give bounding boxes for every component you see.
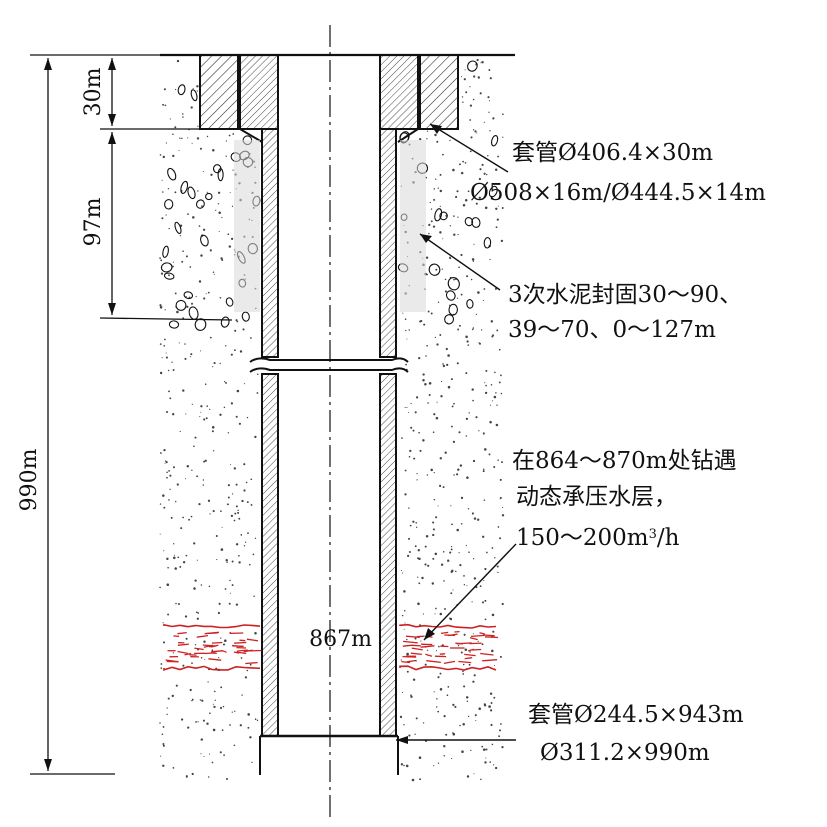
- casing-bottom-line2: Ø311.2×990m: [540, 740, 710, 766]
- cement-line2: 39～70、0～127m: [508, 317, 716, 343]
- dim-label-30m: 30m: [81, 67, 106, 116]
- production-casing-right-upper: [379, 128, 397, 358]
- conductor-casing-left: [239, 54, 279, 130]
- casing-shoulder-right: [397, 128, 458, 143]
- casing-bottom-line1: 套管Ø244.5×943m: [528, 702, 744, 728]
- conductor-casing-right: [379, 54, 419, 130]
- production-casing-left-lower: [261, 373, 279, 737]
- cement-zone-left: [234, 140, 260, 312]
- casing-top-line1: 套管Ø406.4×30m: [512, 140, 713, 166]
- production-casing-right-lower: [379, 373, 397, 737]
- aquifer-line2: 动态承压水层，: [516, 484, 677, 510]
- leader-arrows: [396, 124, 442, 744]
- inflow-depth-label: 867m: [309, 627, 372, 652]
- aquifer-line3: 150～200m3/h: [516, 525, 680, 551]
- leader-lines: [396, 123, 517, 741]
- casing-top-line2: Ø508×16m/Ø444.5×14m: [470, 180, 766, 206]
- dimension-arrows: [44, 58, 116, 771]
- top-collar-left: [199, 54, 239, 130]
- aquifer-layer: [163, 623, 499, 672]
- production-casing-left-upper: [261, 128, 279, 358]
- cement-line1: 3次水泥封固30～90、: [508, 282, 742, 308]
- top-collar-right: [419, 54, 459, 130]
- aquifer-line1: 在864～870m处钻遇: [512, 448, 737, 474]
- break-symbol: [249, 357, 409, 373]
- dim-label-97m: 97m: [81, 197, 106, 246]
- cement-zone-right: [400, 140, 426, 312]
- soil-stipple-texture: [159, 58, 505, 782]
- dim-label-990m: 990m: [17, 448, 42, 511]
